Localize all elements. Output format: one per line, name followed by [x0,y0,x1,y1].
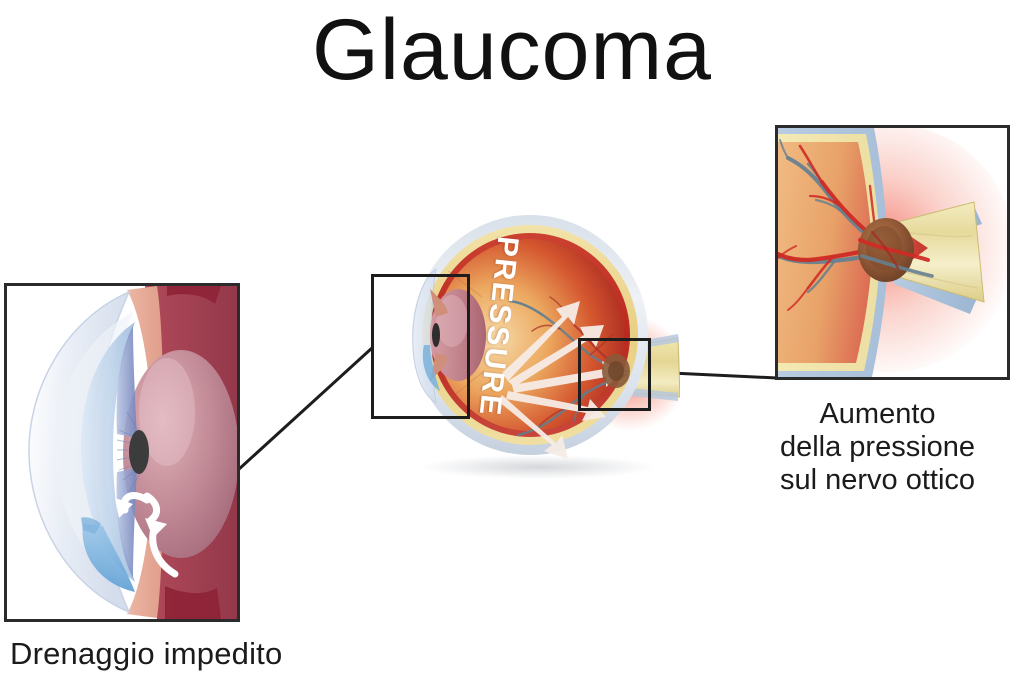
posterior-tissue-dark [167,286,221,304]
pressure-arrow-5 [498,395,568,459]
pupil [432,323,440,347]
flow-arrow-head-upper [115,498,133,518]
caption-increased-optic-nerve-pressure: Aumento della pressione sul nervo ottico [735,398,1020,497]
detail-box-optic [578,338,651,411]
iris-upper [430,289,448,317]
anterior-chamber [80,322,135,582]
detail-box-anterior [371,274,470,419]
aqueous-humor [422,345,440,391]
pressure-arrow-3 [512,361,624,393]
lens-highlight [139,358,195,466]
aqueous-pool [82,524,135,592]
page-title: Glaucoma [312,2,712,98]
cup-vessels [858,230,934,278]
flow-arrow-upper-right [143,492,160,524]
anterior-chamber-illustration [7,286,237,619]
caption-drainage-blocked: Drenaggio impedito [10,636,283,671]
caption-right-line-3: sul nervo ottico [779,464,976,496]
pupil [129,430,149,474]
connector-left-line [236,346,374,472]
pressure-arrow-4 [506,391,606,421]
posterior-tissue-dark-lower [165,586,221,619]
caption-right-line-2: della pressione [779,431,976,463]
optic-nerve-illustration [778,128,1007,377]
caption-right-line-1: Aumento [819,398,936,430]
aqueous-pool-edge [81,517,101,534]
optic-nerve-inset-panel [775,125,1010,380]
lens [123,350,237,558]
pressure-arrow-1 [502,301,580,381]
anterior-chamber-inset-panel [4,283,240,622]
central-eye-diagram [390,205,680,490]
vitreous-body [436,239,624,431]
optic-cup [608,361,624,381]
eye-shadow [420,455,656,479]
iris-upper [116,326,137,438]
